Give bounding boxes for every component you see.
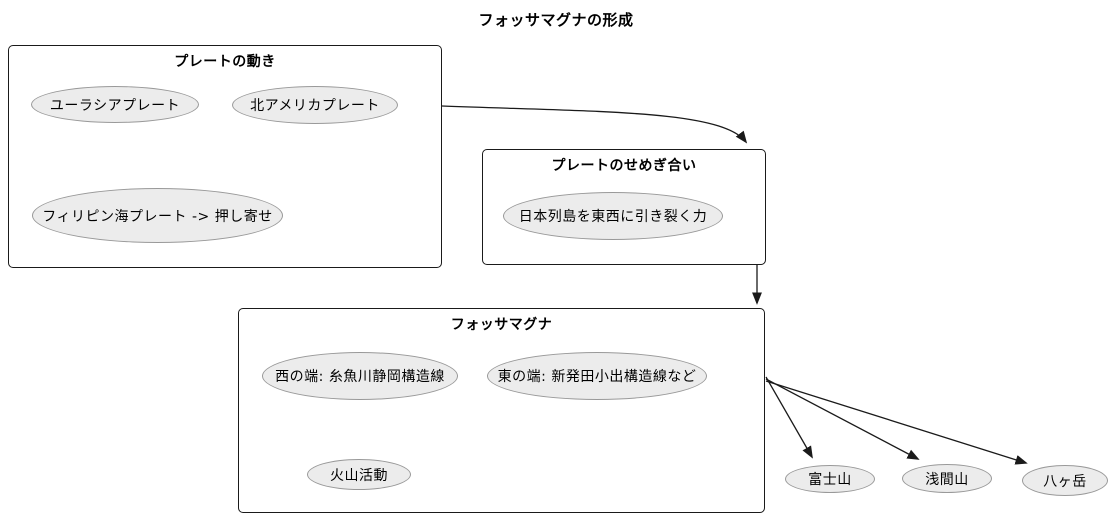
node-north-american-plate: 北アメリカプレート [232,86,398,124]
node-eurasian-plate: ユーラシアプレート [31,86,199,123]
edge-fossa-to-fuji [765,376,813,459]
node-yatsugatake: 八ヶ岳 [1022,465,1108,496]
node-east-edge: 東の端: 新発田小出構造線など [487,352,707,400]
group-title-plate-movement: プレートの動き [174,54,276,70]
edge-movement-to-contest [441,105,748,144]
edge-fossa-to-asama [765,378,920,460]
group-title-plate-contest: プレートのせめぎ合い [551,158,697,174]
node-west-edge: 西の端: 糸魚川静岡構造線 [262,352,458,400]
node-philippine-sea-plate: フィリピン海プレート -> 押し寄せ [32,188,283,243]
node-asama: 浅間山 [902,464,992,493]
node-volcanic-activity: 火山活動 [307,459,411,490]
edge-fossa-to-yatsugatake [765,380,1028,465]
group-title-fossa-magna: フォッサマグナ [450,317,553,333]
node-tearing-force: 日本列島を東西に引き裂く力 [503,192,723,240]
diagram-title: フォッサマグナの形成 [478,11,634,29]
node-fuji: 富士山 [785,465,875,493]
